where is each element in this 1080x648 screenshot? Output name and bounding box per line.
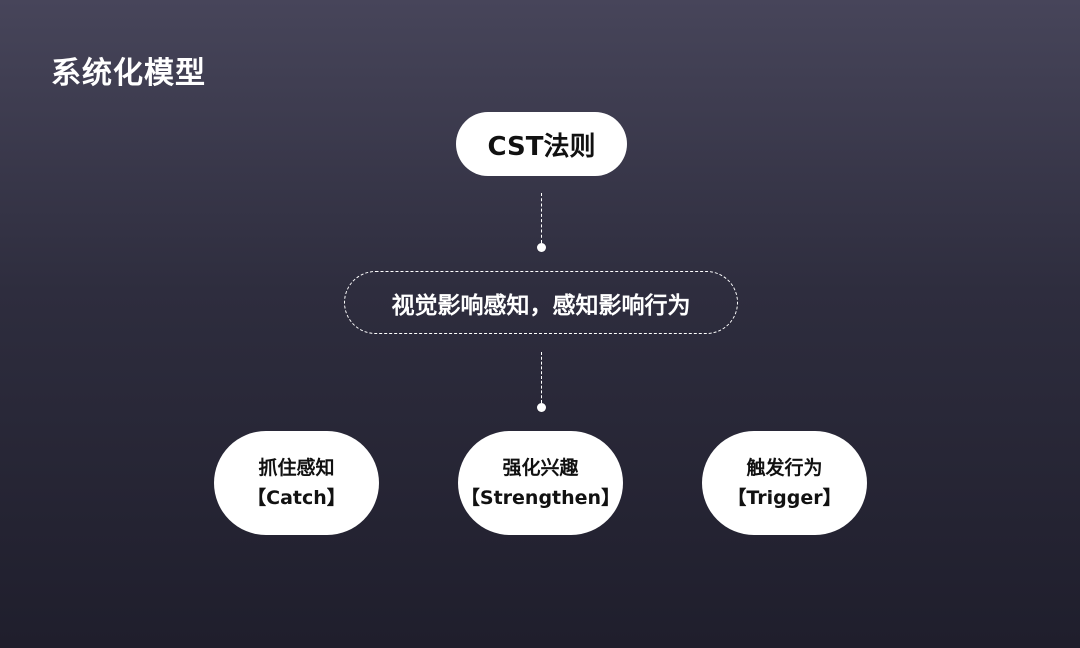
leaf-subtitle: 【Strengthen】 xyxy=(460,487,621,509)
connector-principle-to-leaves xyxy=(541,352,542,403)
connector-dot-2 xyxy=(537,403,546,412)
leaf-node-catch: 抓住感知 【Catch】 xyxy=(214,431,379,535)
leaf-subtitle: 【Catch】 xyxy=(247,487,346,509)
leaf-title: 抓住感知 xyxy=(258,457,335,479)
leaf-title: 触发行为 xyxy=(746,457,823,479)
leaf-node-strengthen: 强化兴趣 【Strengthen】 xyxy=(458,431,623,535)
leaf-title: 强化兴趣 xyxy=(502,457,579,479)
connector-dot-1 xyxy=(537,243,546,252)
connector-root-to-principle xyxy=(541,193,542,243)
principle-node: 视觉影响感知，感知影响行为 xyxy=(344,271,738,334)
leaf-subtitle: 【Trigger】 xyxy=(727,487,842,509)
page-title: 系统化模型 xyxy=(51,56,206,91)
leaf-node-trigger: 触发行为 【Trigger】 xyxy=(702,431,867,535)
root-node-cst: CST法则 xyxy=(456,112,627,176)
